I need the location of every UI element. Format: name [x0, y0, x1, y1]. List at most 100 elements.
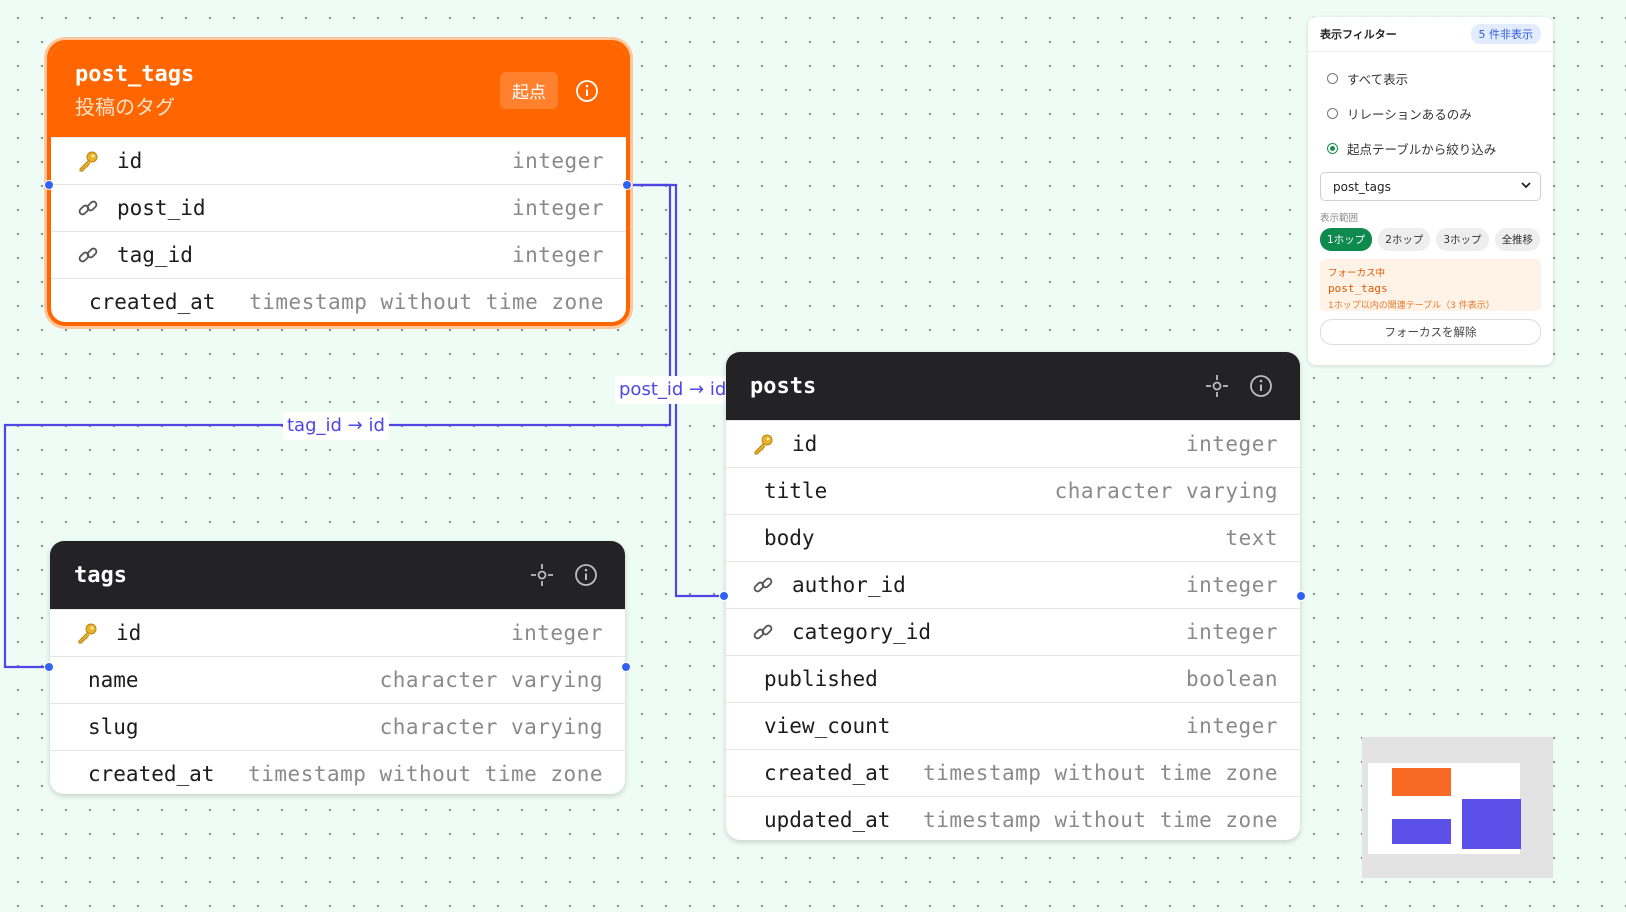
- key-icon: [75, 148, 101, 174]
- table-name: tags: [74, 563, 127, 588]
- column-row[interactable]: post_idinteger: [51, 184, 626, 231]
- column-row[interactable]: name character varying: [50, 656, 625, 703]
- link-icon: [75, 195, 101, 221]
- focus-table-name: post_tags: [1328, 282, 1533, 295]
- column-row[interactable]: idinteger: [726, 420, 1300, 467]
- connection-handle[interactable]: [44, 180, 54, 190]
- focus-note: 1ホップ以内の関連テーブル（3 件表示）: [1328, 298, 1533, 311]
- radio-button[interactable]: [1327, 108, 1338, 119]
- column-name: published: [764, 667, 878, 691]
- select-value: post_tags: [1333, 180, 1391, 194]
- hop-2-button[interactable]: 2ホップ: [1378, 228, 1430, 251]
- table-header[interactable]: post_tags 投稿のタグ 起点: [51, 44, 626, 137]
- origin-badge: 起点: [500, 72, 558, 109]
- column-name: id: [116, 621, 141, 645]
- table-node-tags[interactable]: tags id integer name character varying slug c…: [50, 541, 625, 794]
- link-icon: [750, 572, 776, 598]
- hop-3-button[interactable]: 3ホップ: [1436, 228, 1488, 251]
- column-row[interactable]: titlecharacter varying: [726, 467, 1300, 514]
- table-node-posts[interactable]: posts idintegertitlecharacter varyingbod…: [726, 352, 1300, 840]
- link-icon: [75, 242, 101, 268]
- column-type: character varying: [380, 715, 603, 739]
- range-label: 表示範囲: [1320, 210, 1553, 224]
- column-name: body: [764, 526, 815, 550]
- column-type: character varying: [380, 668, 603, 692]
- focus-target-icon[interactable]: [1202, 371, 1232, 401]
- radio-button-checked[interactable]: [1327, 143, 1338, 154]
- column-row[interactable]: tag_idinteger: [51, 231, 626, 278]
- column-type: text: [1225, 526, 1278, 550]
- origin-table-select[interactable]: post_tags: [1320, 172, 1541, 201]
- column-type: timestamp without time zone: [923, 808, 1278, 832]
- column-row[interactable]: author_idinteger: [726, 561, 1300, 608]
- column-row[interactable]: created_at timestamp without time zone: [50, 750, 625, 794]
- column-name: created_at: [89, 290, 215, 314]
- info-icon[interactable]: [1246, 371, 1276, 401]
- filter-option-from-origin[interactable]: 起点テーブルから絞り込み: [1308, 131, 1553, 166]
- focus-label: フォーカス中: [1328, 265, 1533, 279]
- radio-button[interactable]: [1327, 73, 1338, 84]
- column-row[interactable]: body text: [726, 514, 1300, 561]
- column-type: integer: [511, 621, 603, 645]
- column-row[interactable]: view_count integer: [726, 702, 1300, 749]
- column-name: author_id: [792, 573, 906, 597]
- hidden-count-badge: 5 件非表示: [1471, 24, 1542, 44]
- hop-1-button[interactable]: 1ホップ: [1320, 228, 1372, 251]
- column-type: integer: [512, 149, 604, 173]
- column-name: category_id: [792, 620, 931, 644]
- column-name: created_at: [88, 762, 214, 786]
- filter-option-related-only[interactable]: リレーションあるのみ: [1308, 96, 1553, 131]
- column-type: boolean: [1186, 667, 1278, 691]
- column-name: view_count: [764, 714, 890, 738]
- column-row[interactable]: id integer: [51, 137, 626, 184]
- display-filter-panel: 表示フィルター 5 件非表示 すべて表示 リレーションあるのみ 起点テーブルから…: [1308, 17, 1553, 365]
- connection-handle[interactable]: [44, 662, 54, 672]
- column-name: title: [764, 479, 827, 503]
- link-icon: [750, 619, 776, 645]
- connection-handle[interactable]: [621, 662, 631, 672]
- panel-title: 表示フィルター: [1320, 26, 1397, 42]
- radio-label: リレーションあるのみ: [1347, 104, 1472, 123]
- column-name: name: [88, 668, 139, 692]
- column-type: integer: [1186, 714, 1278, 738]
- table-name: posts: [750, 374, 816, 399]
- hop-all-button[interactable]: 全推移: [1495, 228, 1541, 251]
- connection-handle[interactable]: [622, 180, 632, 190]
- filter-option-all[interactable]: すべて表示: [1308, 61, 1553, 96]
- connection-handle[interactable]: [719, 591, 729, 601]
- connection-handle[interactable]: [1296, 591, 1306, 601]
- radio-label: 起点テーブルから絞り込み: [1347, 139, 1496, 158]
- column-type: integer: [512, 196, 604, 220]
- column-type: timestamp without time zone: [248, 762, 603, 786]
- minimap-node-post-tags: [1392, 768, 1451, 796]
- hop-selector: 1ホップ 2ホップ 3ホップ 全推移: [1320, 228, 1553, 251]
- radio-label: すべて表示: [1347, 69, 1408, 88]
- chevron-down-icon: [1520, 179, 1532, 194]
- column-row[interactable]: slug character varying: [50, 703, 625, 750]
- table-name: post_tags: [75, 62, 194, 87]
- edge-label-post-id: post_id → id: [615, 376, 730, 404]
- column-type: integer: [1186, 620, 1278, 644]
- focus-target-icon[interactable]: [527, 560, 557, 590]
- column-row[interactable]: id integer: [50, 609, 625, 656]
- table-header[interactable]: posts: [726, 352, 1300, 420]
- minimap-node-tags: [1392, 819, 1451, 844]
- column-name: slug: [88, 715, 139, 739]
- table-node-post-tags[interactable]: post_tags 投稿のタグ 起点 idintegerpost_idinteg…: [51, 44, 626, 322]
- key-icon: [74, 620, 100, 646]
- minimap-node-posts: [1462, 799, 1521, 849]
- column-name: id: [117, 149, 142, 173]
- column-row[interactable]: updated_at timestamp without time zone: [726, 796, 1300, 840]
- column-row[interactable]: created_at timestamp without time zone: [51, 278, 626, 322]
- column-name: id: [792, 432, 817, 456]
- column-row[interactable]: category_id integer: [726, 608, 1300, 655]
- clear-focus-button[interactable]: フォーカスを解除: [1320, 319, 1541, 345]
- info-icon[interactable]: [571, 560, 601, 590]
- column-type: timestamp without time zone: [249, 290, 604, 314]
- table-header[interactable]: tags: [50, 541, 625, 609]
- info-icon[interactable]: [572, 76, 602, 106]
- minimap[interactable]: [1362, 737, 1553, 878]
- column-row[interactable]: created_attimestamp without time zone: [726, 749, 1300, 796]
- column-name: updated_at: [764, 808, 890, 832]
- column-row[interactable]: published boolean: [726, 655, 1300, 702]
